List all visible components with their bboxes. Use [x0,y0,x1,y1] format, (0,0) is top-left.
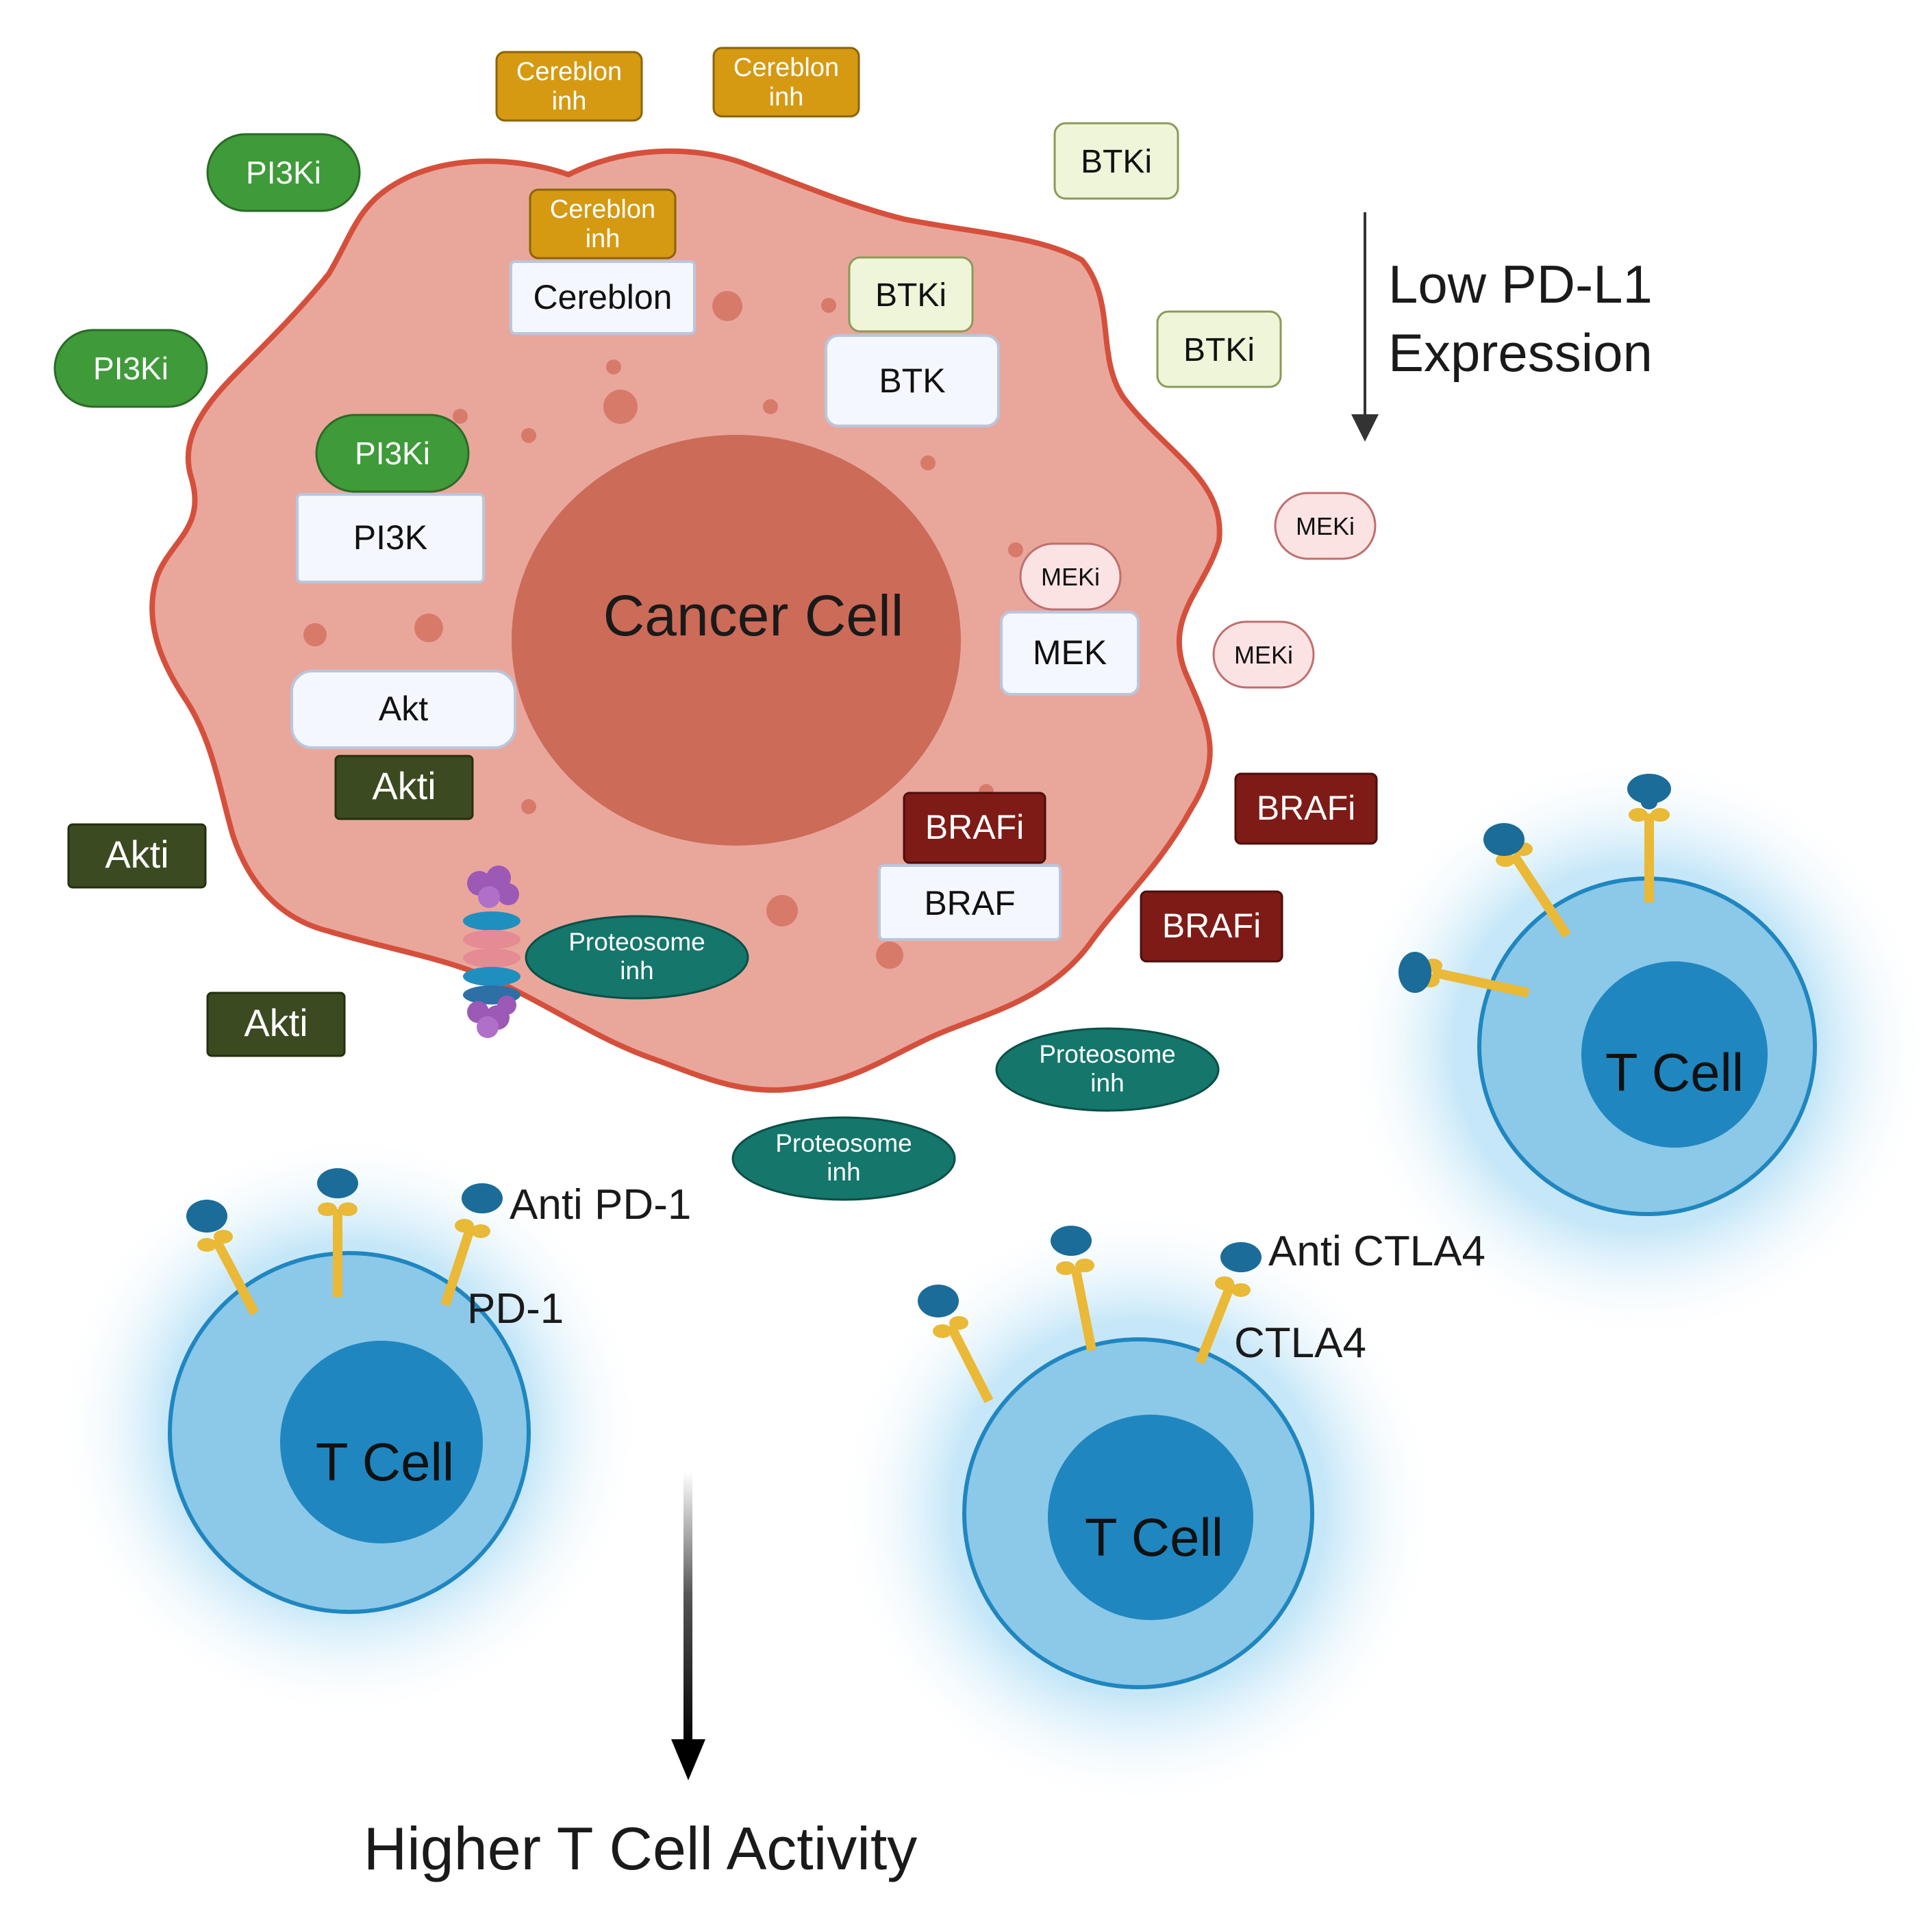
proteasome-inhibitor-outside-right [995,1027,1220,1112]
btk-inhibitor-label: BTKi [1183,332,1255,368]
pi3k-protein [296,493,485,583]
btk-inhibitor-outside-bottom [1156,310,1282,388]
pi3k-inhibitor-label: PI3Ki [246,155,321,190]
antibody-icon [1483,823,1571,938]
antibody-icon [918,1285,994,1404]
ctla4-label: CTLA4 [1234,1319,1366,1367]
pi3k-inhibitor-label: PI3Ki [355,435,430,471]
braf-protein-label: BRAF [924,884,1015,922]
cereblon-inhibitor-top-right [712,47,860,118]
proteasome-inhibitor-label: Proteosome [568,928,705,956]
t-cell-label: T Cell [316,1432,454,1492]
antibody-icon [1398,952,1530,998]
proteasome-icon [463,866,520,1038]
cereblon-protein [510,260,696,335]
akt-inhibitor-label: Akti [105,833,168,876]
braf-inhibitor-label: BRAFi [925,808,1024,846]
cancer-cell-nucleus [512,435,961,846]
cereblon-inhibitor-label: Cereblon [733,53,839,82]
braf-inhibitor-label: BRAFi [1162,907,1261,945]
low-pdl1-label: Low PD-L1 [1388,254,1653,314]
anti-ctla4-label: Anti CTLA4 [1268,1228,1485,1275]
antibody-icon [317,1168,358,1297]
braf-inhibitor-bound [903,792,1046,864]
btk-inhibitor-label: BTKi [875,277,946,314]
outcome-arrow-head [671,1739,705,1780]
cereblon-inhibitor-label: Cereblon [516,58,622,86]
antibody-icon [1627,774,1671,902]
cancer-cell-label: Cancer Cell [603,583,904,648]
pi3k-inhibitor-label: PI3Ki [93,351,168,386]
mek-inhibitor-label: MEKi [1296,512,1355,540]
t-cell-ctla4: T Cell Anti CTLA4 CTLA4 [837,1207,1485,1809]
braf-inhibitor-outside-top [1234,772,1378,845]
cereblon-inhibitor-label: inh [769,83,804,112]
akt-inhibitor-bound [334,755,474,820]
pd1-label: PD-1 [467,1285,564,1333]
akt-inhibitor-outside-bottom [206,992,346,1057]
mek-inhibitor-outside-bottom [1212,620,1315,689]
mek-inhibitor-bound [1019,542,1122,611]
cereblon-inhibitor-top-left [495,51,643,122]
akt-inhibitor-label: Akti [372,764,436,807]
low-pdl1-label: Expression [1388,323,1653,383]
mek-inhibitor-outside-top [1274,492,1377,560]
akt-protein [290,670,516,749]
cytoplasm-granules [303,291,1023,969]
btk-inhibitor-bound [848,256,974,333]
ctla4-receptor-with-antibody [1195,1242,1262,1365]
t-cell-label: T Cell [1085,1507,1223,1567]
btk-protein [825,334,1000,427]
cereblon-inhibitor-label: inh [586,225,620,253]
pi3k-inhibitor-outside-top [206,133,361,212]
mek-protein [1000,611,1140,696]
t-cell-top-right: T Cell [1342,753,1931,1342]
proteasome-inhibitor-label: Proteosome [775,1129,912,1157]
akt-inhibitor-outside-top [67,823,207,889]
proteasome-inhibitor-label: inh [1090,1069,1124,1097]
btk-inhibitor-label: BTKi [1081,144,1152,180]
antibody-icon [186,1200,260,1316]
braf-protein [878,864,1062,941]
proteasome-inhibitor-label: Proteosome [1039,1040,1176,1068]
outcome-arrow-shaft [683,1472,692,1746]
mek-protein-label: MEK [1033,633,1107,672]
mek-inhibitor-label: MEKi [1041,563,1100,591]
proteasome-inhibitor-label: inh [620,957,653,985]
braf-inhibitor-outside-bottom [1140,890,1283,963]
proteasome-inhibitor-bound [525,915,749,1000]
pi3k-protein-label: PI3K [353,518,427,557]
proteasome-inhibitor-label: inh [827,1158,860,1186]
proteasome-inhibitor-outside-bottom [731,1116,956,1201]
mek-inhibitor-label: MEKi [1234,641,1293,669]
antibody-icon [1051,1226,1096,1352]
akt-inhibitor-label: Akti [244,1001,308,1044]
braf-inhibitor-label: BRAFi [1257,789,1355,827]
cereblon-protein-label: Cereblon [534,278,673,316]
pi3k-inhibitor-outside-bottom [53,329,208,408]
t-cell-pd1: T Cell Anti PD-1 PD-1 [55,1131,691,1720]
btk-protein-label: BTK [879,362,945,400]
btk-inhibitor-outside-top [1053,122,1179,200]
anti-pd1-label: Anti PD-1 [510,1181,691,1228]
outcome-label: Higher T Cell Activity [364,1815,918,1882]
pi3k-inhibitor-bound [315,414,470,493]
pd1-receptor-with-antibody [440,1183,503,1307]
cereblon-inhibitor-bound [529,188,677,260]
cereblon-inhibitor-label: inh [552,87,587,116]
cereblon-inhibitor-label: Cereblon [550,195,655,224]
t-cell-label: T Cell [1605,1042,1744,1102]
akt-protein-label: Akt [379,690,428,728]
